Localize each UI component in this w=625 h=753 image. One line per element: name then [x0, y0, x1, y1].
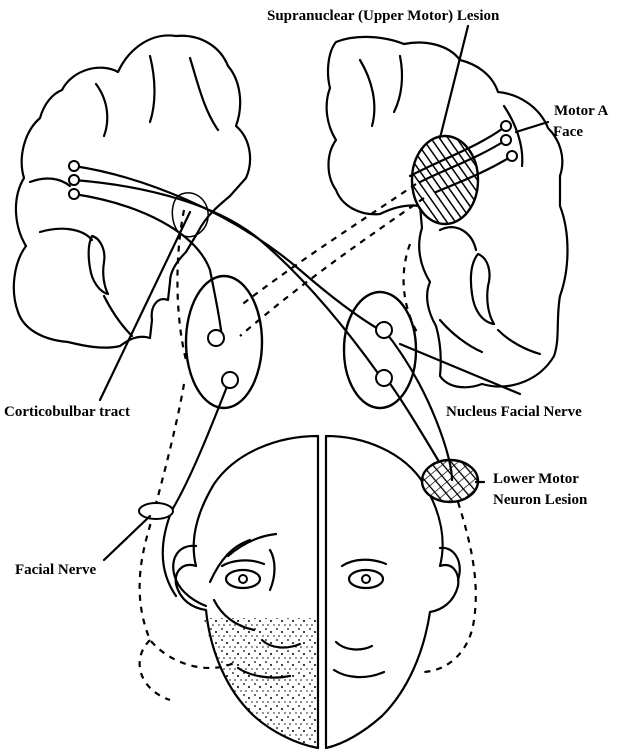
corticobulbar-pointer — [100, 212, 190, 400]
corticobulbar-tract-label: Corticobulbar tract — [4, 404, 130, 421]
supranuclear-lesion-label: Supranuclear (Upper Motor) Lesion — [267, 8, 499, 25]
motor-area-pointer — [516, 122, 548, 132]
motor-area-face-label: Face — [553, 124, 583, 141]
lower-motor-label-line1: Lower Motor — [493, 471, 579, 488]
supranuclear-lesion-pointer — [440, 26, 468, 138]
nucleus-facial-nerve-label: Nucleus Facial Nerve — [446, 404, 582, 421]
face-illustration — [173, 436, 460, 748]
right-facial-nucleus — [344, 292, 416, 408]
facial-nerve-label: Facial Nerve — [15, 562, 96, 579]
motor-area-label: Motor A — [554, 103, 608, 120]
facial-nerve-pointer — [104, 516, 150, 560]
lower-motor-label-line2: Neuron Lesion — [493, 492, 587, 509]
